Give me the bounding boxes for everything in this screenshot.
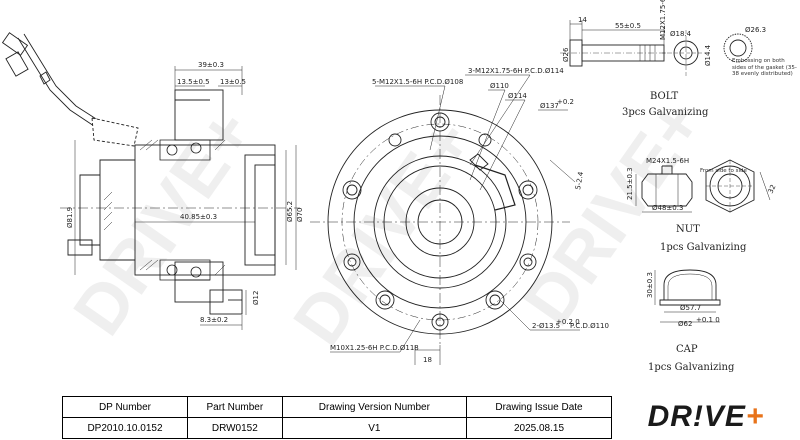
- front-view: [310, 74, 580, 365]
- dim-bottom-18: 18: [423, 356, 432, 364]
- dim-offset: 8.3±0.2: [200, 316, 228, 324]
- watermark: DRIVE+: [278, 105, 488, 358]
- dim-dia-114: Ø114: [508, 92, 527, 100]
- title-block: DP Number Part Number Drawing Version Nu…: [62, 396, 613, 439]
- nut-dimensions: M24X1.5-6H From side to side 21.5±0.3 Ø4…: [626, 157, 778, 253]
- front-view-dimensions: 5-M12X1.5-6H P.C.D.Ø108 3-M12X1.75-6H P.…: [330, 67, 609, 364]
- logo-text: DR!VE: [647, 400, 746, 433]
- logo-plus: +: [745, 400, 765, 433]
- dim-dia-137-tol: +0.2: [557, 98, 574, 106]
- value-dp-number: DP2010.10.0152: [62, 417, 188, 439]
- nut-w: Ø48±0.3: [652, 204, 683, 212]
- dim-holes-2: 2-Ø13.5: [532, 322, 560, 330]
- bolt-dia2: Ø14.4: [704, 44, 712, 66]
- bolt-thread: M12X1.75-6g: [659, 0, 667, 40]
- dim-dia-110: Ø110: [490, 82, 509, 90]
- nut-s: 32: [767, 183, 778, 194]
- title-block-value-row: DP2010.10.0152 DRW0152 V1 2025.08.15: [62, 417, 613, 439]
- dim-diameter-left: Ø81.9: [66, 207, 74, 228]
- value-part-number: DRW0152: [186, 417, 283, 439]
- nut-drawing: [635, 159, 771, 213]
- side-view: [1, 32, 300, 330]
- header-issue-date: Drawing Issue Date: [465, 396, 613, 418]
- bolt-l55: 55±0.5: [615, 22, 641, 30]
- nut-qty: 1pcs Galvanizing: [660, 242, 747, 253]
- dim-width-total: 39±0.3: [198, 61, 224, 69]
- dim-thread-5: 5-M12X1.5-6H P.C.D.Ø108: [372, 78, 463, 86]
- brand-logo: DR!VE+: [620, 398, 792, 436]
- bolt-note: Embossing on both sides of the gasket (3…: [732, 58, 797, 78]
- dim-bottom-thread: M10X1.25-6H P.C.D.Ø118: [330, 344, 419, 352]
- nut-name: NUT: [676, 224, 700, 235]
- cap-dimensions: 30±0.3 Ø57.7 Ø62 +0.1 0 CAP 1pcs Galvani…: [646, 272, 735, 373]
- cap-d2: Ø62: [678, 320, 692, 328]
- technical-drawing: DRIVE+ DRIVE+ DRIVE+: [1, 0, 797, 373]
- nut-thread: M24X1.5-6H: [646, 157, 689, 165]
- title-block-header-row: DP Number Part Number Drawing Version Nu…: [62, 396, 613, 418]
- value-issue-date: 2025.08.15: [465, 417, 613, 439]
- dim-holes-2-pcd: P.C.D.Ø110: [570, 322, 609, 330]
- cap-qty: 1pcs Galvanizing: [648, 362, 735, 373]
- side-view-dimensions: 39±0.3 13.5±0.5 13±0.5 Ø81.9 40.85±0.3 Ø…: [66, 61, 304, 324]
- dim-dia-65: Ø65.2: [286, 201, 294, 222]
- header-dp-number: DP Number: [62, 396, 188, 418]
- bolt-qty: 3pcs Galvanizing: [622, 107, 709, 118]
- dim-holes-2-tol: +0.2 0: [556, 318, 580, 326]
- dim-flange-left: 13.5±0.5: [177, 78, 210, 86]
- dim-dia-70: Ø70: [296, 208, 304, 222]
- dim-dia-137: Ø137: [540, 102, 559, 110]
- nut-note: From side to side: [700, 168, 748, 174]
- value-drawing-version: V1: [281, 417, 467, 439]
- dim-inner-length: 40.85±0.3: [180, 213, 217, 221]
- cap-d1: Ø57.7: [680, 304, 701, 312]
- bolt-name: BOLT: [650, 91, 679, 102]
- bolt-dimensions: 14 55±0.5 M12X1.75-6g Ø18.4 Ø14.4 Ø26 Ø2…: [562, 0, 797, 118]
- bolt-l14: 14: [578, 16, 587, 24]
- nut-h: 21.5±0.3: [626, 167, 634, 200]
- cap-h: 30±0.3: [646, 272, 654, 298]
- bolt-drawing: [560, 20, 753, 76]
- header-drawing-version: Drawing Version Number: [281, 396, 467, 418]
- dim-thread-3: 3-M12X1.75-6H P.C.D.Ø114: [468, 67, 564, 75]
- header-part-number: Part Number: [186, 396, 283, 418]
- cap-drawing: [654, 269, 721, 323]
- dim-dia-12: Ø12: [252, 291, 260, 305]
- dim-angle: 5-2.4: [574, 171, 585, 191]
- cap-d2-tol: +0.1 0: [696, 316, 720, 324]
- dim-flange-right: 13±0.5: [220, 78, 246, 86]
- bolt-dia1: Ø18.4: [670, 30, 692, 38]
- cap-name: CAP: [676, 344, 698, 355]
- bolt-dia3: Ø26: [562, 47, 570, 62]
- bolt-dia4: Ø26.3: [745, 26, 766, 34]
